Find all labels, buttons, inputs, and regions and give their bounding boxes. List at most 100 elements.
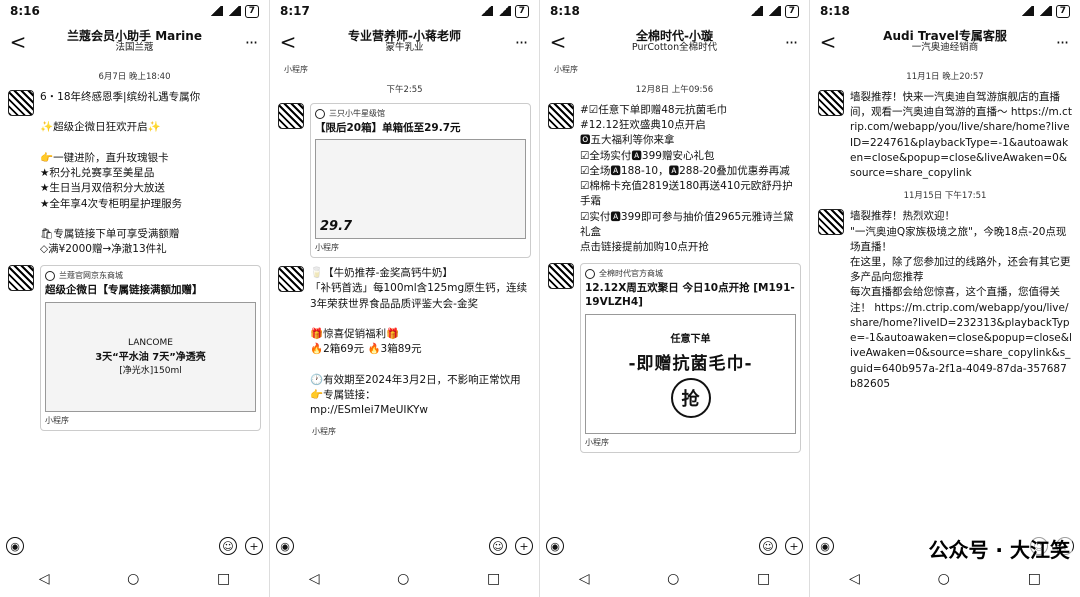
card-source-label: 三只小牛星级馆 [329, 109, 385, 118]
mini-program-card[interactable]: 全棉时代官方商城 12.12X周五欢聚日 今日10点开抢 [M191-19VLZ… [580, 263, 801, 453]
status-icons: 7 [208, 4, 259, 18]
message-text[interactable]: 🥛【牛奶推荐-金奖高钙牛奶】 「补钙首选」每100ml含125mg原生钙，连续3… [310, 267, 528, 417]
message: 墙裂推荐！热烈欢迎！ "一汽奥迪Q家族极境之旅"，今晚18点-20点现场直播！ … [818, 209, 1072, 392]
signal-icon [208, 6, 223, 16]
message-card: 三只小牛星级馆 【限后20箱】单箱低至29.7元 29.7 小程序 [278, 103, 531, 259]
message-text[interactable]: 墙裂推荐！快来一汽奥迪自驾游旗舰店的直播间，观看一汽奥迪自驾游的直播～ http… [850, 91, 1072, 180]
avatar[interactable] [8, 265, 34, 292]
more-icon[interactable]: ··· [1055, 32, 1069, 52]
chat-header: < 专业营养师-小蒋老师 蒙牛乳业 ··· [270, 22, 539, 62]
voice-icon[interactable]: ◉ [816, 537, 834, 555]
card-source: 兰蔻官网京东商城 [45, 270, 256, 281]
more-icon[interactable]: ··· [784, 32, 798, 52]
signal-icon-2 [226, 6, 241, 16]
status-bar: 8:16 7 [0, 0, 269, 22]
plus-icon[interactable]: + [515, 537, 533, 555]
nav-recent-icon[interactable]: □ [486, 571, 501, 587]
chat-screen-mengniu: 8:17 7 < 专业营养师-小蒋老师 蒙牛乳业 ··· 小程序 下午2:55 [270, 0, 540, 597]
message-text[interactable]: #☑任意下单即赠48元抗菌毛巾 #12.12狂欢盛典10点开启 🅾五大福利等你来… [580, 104, 794, 253]
nav-back-icon[interactable]: ◁ [848, 571, 860, 587]
voice-icon[interactable]: ◉ [276, 537, 294, 555]
status-icons: 7 [1019, 4, 1070, 18]
avatar[interactable] [548, 263, 574, 290]
avatar[interactable] [818, 90, 844, 116]
plus-icon[interactable]: + [785, 537, 803, 555]
signal-icon-2 [766, 6, 781, 16]
mini-program-card[interactable]: 三只小牛星级馆 【限后20箱】单箱低至29.7元 29.7 小程序 [310, 103, 531, 259]
emoji-icon[interactable]: ☺ [759, 537, 777, 555]
more-icon[interactable]: ··· [244, 32, 258, 52]
nav-back-icon[interactable]: ◁ [578, 571, 590, 587]
input-actions: ☺ + [219, 537, 263, 555]
chat-header: < 兰蔻会员小助手 Marine 法国兰蔻 ··· [0, 22, 269, 62]
watermark: 公众号 · 大江笑 [926, 534, 1072, 563]
avatar[interactable] [818, 209, 844, 236]
timestamp: 下午2:55 [386, 85, 423, 95]
avatar[interactable] [278, 266, 304, 293]
card-image: 29.7 [315, 139, 526, 240]
card-price: 29.7 [320, 219, 353, 235]
chat-area[interactable]: 11月1日 晚上20:57 墙裂推荐！快来一汽奥迪自驾游旗舰店的直播间，观看一汽… [810, 62, 1080, 531]
chat-title: 兰蔻会员小助手 Marine [67, 28, 202, 43]
card-source-label: 兰蔻官网京东商城 [59, 271, 123, 281]
system-nav-bar: ◁ ○ □ [0, 561, 269, 597]
avatar[interactable] [278, 103, 304, 129]
chat-screen-purcotton: 8:18 7 < 全棉时代-小璇 PurCotton全棉时代 ··· 小程序 1… [540, 0, 810, 597]
status-bar: 8:18 7 [810, 0, 1080, 22]
nav-recent-icon[interactable]: □ [756, 571, 771, 587]
chat-header: < 全棉时代-小璇 PurCotton全棉时代 ··· [540, 22, 809, 62]
chat-title-block: 专业营养师-小蒋老师 蒙牛乳业 [300, 29, 509, 55]
chat-subtitle: PurCotton全棉时代 [631, 42, 718, 54]
nav-recent-icon[interactable]: □ [1027, 571, 1042, 587]
chat-area[interactable]: 小程序 下午2:55 三只小牛星级馆 【限后20箱】单箱低至29.7元 29.7… [270, 62, 539, 531]
avatar[interactable] [8, 90, 34, 116]
message: #☑任意下单即赠48元抗菌毛巾 #12.12狂欢盛典10点开启 🅾五大福利等你来… [548, 103, 801, 255]
input-bar: ◉ ☺ + [540, 531, 809, 561]
back-icon[interactable]: < [279, 30, 297, 54]
message-text[interactable]: 6・18年终感恩季|缤纷礼遇专属你 ✨超级企微日狂欢开启✨ 👉一键进阶，直升玫瑰… [40, 91, 201, 256]
mini-program-card[interactable]: 兰蔻官网京东商城 超级企微日【专属链接满额加赠】 LANCOME 3天“平水油 … [40, 265, 261, 431]
back-icon[interactable]: < [819, 30, 837, 54]
input-actions: ☺ + [489, 537, 533, 555]
plus-icon[interactable]: + [245, 537, 263, 555]
card-image-sub: [净光水]150ml [119, 365, 182, 376]
mini-program-logo-icon [315, 108, 325, 119]
emoji-icon[interactable]: ☺ [489, 537, 507, 555]
nav-home-icon[interactable]: ○ [397, 571, 410, 587]
nav-home-icon[interactable]: ○ [667, 571, 680, 587]
more-icon[interactable]: ··· [514, 32, 528, 52]
chat-area[interactable]: 小程序 12月8日 上午09:56 #☑任意下单即赠48元抗菌毛巾 #12.12… [540, 62, 809, 531]
signal-icon [1019, 6, 1034, 16]
timestamp: 12月8日 上午09:56 [635, 85, 714, 95]
voice-icon[interactable]: ◉ [546, 537, 564, 555]
nav-home-icon[interactable]: ○ [127, 571, 140, 587]
message: 🥛【牛奶推荐-金奖高钙牛奶】 「补钙首选」每100ml含125mg原生钙，连续3… [278, 266, 531, 418]
avatar[interactable] [548, 103, 574, 129]
message-text[interactable]: 墙裂推荐！热烈欢迎！ "一汽奥迪Q家族极境之旅"，今晚18点-20点现场直播！ … [850, 210, 1072, 390]
nav-recent-icon[interactable]: □ [216, 571, 231, 587]
chat-subtitle: 法国兰蔻 [115, 42, 154, 54]
message: 墙裂推荐！快来一汽奥迪自驾游旗舰店的直播间，观看一汽奥迪自驾游的直播～ http… [818, 90, 1072, 181]
card-image-brand: LANCOME [128, 337, 173, 348]
timestamp: 6月7日 晚上18:40 [98, 72, 171, 82]
nav-back-icon[interactable]: ◁ [38, 571, 50, 587]
nav-home-icon[interactable]: ○ [937, 571, 950, 587]
nav-back-icon[interactable]: ◁ [308, 571, 320, 587]
signal-icon-2 [1037, 6, 1052, 16]
clock: 8:17 [280, 4, 310, 18]
banner-line1: 任意下单 [670, 333, 711, 345]
battery-icon: 7 [784, 4, 799, 18]
back-icon[interactable]: < [9, 30, 27, 54]
card-source: 三只小牛星级馆 [315, 108, 526, 119]
voice-icon[interactable]: ◉ [6, 537, 24, 555]
back-icon[interactable]: < [549, 30, 567, 54]
chat-subtitle: 一汽奥迪经销商 [911, 42, 979, 54]
emoji-icon[interactable]: ☺ [219, 537, 237, 555]
chat-screen-lancome: 8:16 7 < 兰蔻会员小助手 Marine 法国兰蔻 ··· 6月7日 晚上… [0, 0, 270, 597]
status-bar: 8:17 7 [270, 0, 539, 22]
grab-button[interactable]: 抢 [670, 377, 711, 418]
card-banner: 任意下单 -即赠抗菌毛巾- 抢 [585, 313, 796, 434]
chat-area[interactable]: 6月7日 晚上18:40 6・18年终感恩季|缤纷礼遇专属你 ✨超级企微日狂欢开… [0, 62, 269, 531]
mini-program-logo-icon [585, 268, 595, 279]
